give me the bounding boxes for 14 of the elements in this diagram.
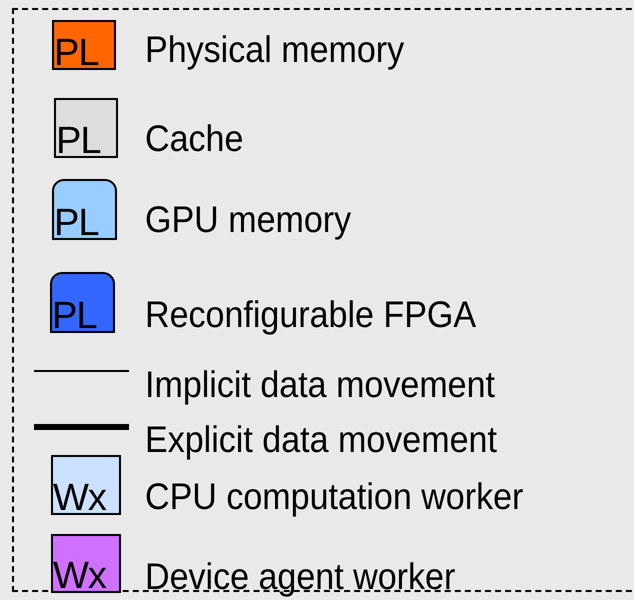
legend-text: Implicit data movement (145, 366, 495, 403)
legend-text: Reconfigurable FPGA (145, 296, 476, 333)
swatch-label: PL (56, 122, 100, 160)
legend-text: Device agent worker (145, 558, 456, 595)
legend-text: Physical memory (145, 31, 404, 68)
legend-text: GPU memory (145, 201, 352, 238)
swatch-label: Wx (53, 557, 106, 595)
swatch-label: Wx (53, 479, 106, 517)
legend-text: Explicit data movement (145, 421, 497, 458)
legend-text: Cache (145, 120, 244, 157)
legend-text: CPU computation worker (145, 478, 524, 515)
swatch-label: PL (52, 297, 96, 335)
swatch-label: PL (54, 34, 98, 72)
swatch-label: PL (54, 204, 98, 242)
